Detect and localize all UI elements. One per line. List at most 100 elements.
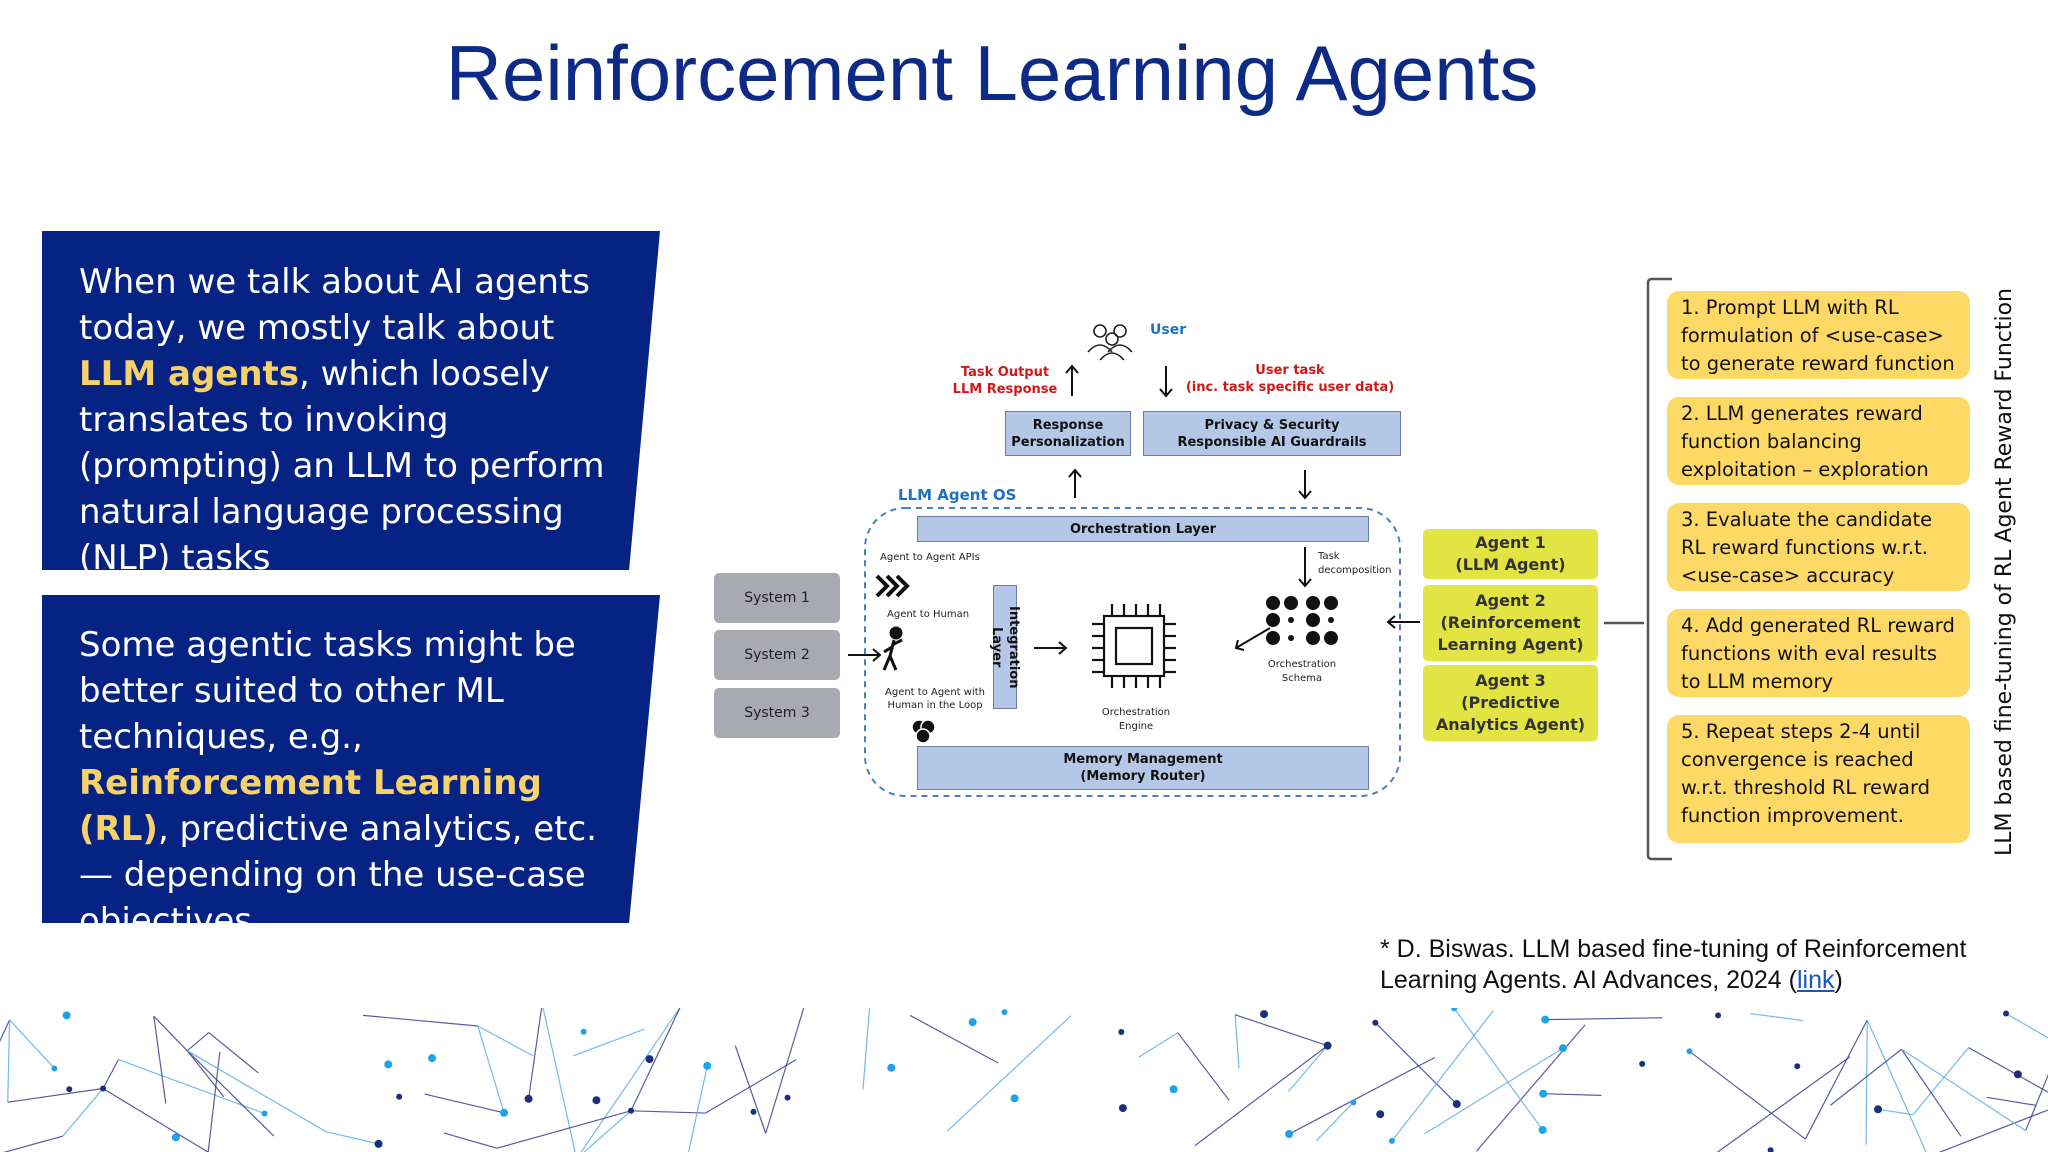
network-line <box>1968 1047 2048 1093</box>
network-line <box>102 1059 119 1089</box>
highlight-rl: Reinforcement Learning (RL) <box>79 763 542 849</box>
network-line <box>1877 1108 1914 1116</box>
network-node <box>500 1108 509 1117</box>
network-node <box>1715 1012 1722 1019</box>
network-line <box>1689 1050 1806 1140</box>
network-line <box>3 1135 64 1152</box>
integration-layer-box: Integration Layer <box>989 585 1021 709</box>
agent-2-box: Agent 2 (Reinforcement Learning Agent) <box>1423 585 1598 661</box>
network-line <box>1138 1032 1179 1058</box>
system-2-box: System 2 <box>714 630 840 680</box>
network-line <box>7 1019 11 1103</box>
network-node <box>1539 1089 1548 1098</box>
network-line <box>9 1019 55 1069</box>
network-node <box>1010 1094 1019 1103</box>
step-2-box: 2. LLM generates reward function balanci… <box>1667 397 1970 485</box>
network-line <box>1234 1014 1328 1047</box>
network-line <box>1545 1017 1663 1021</box>
network-node <box>1452 1100 1461 1109</box>
network-node <box>51 1065 58 1072</box>
panel-text: Some agentic tasks might be better suite… <box>79 625 576 757</box>
citation: * D. Biswas. LLM based fine-tuning of Re… <box>1380 934 2020 996</box>
system-1-box: System 1 <box>714 573 840 623</box>
orchestration-schema-label: Orchestration Schema <box>1267 659 1337 684</box>
network-node <box>968 1018 977 1027</box>
network-line <box>186 1032 210 1052</box>
orchestration-engine-label: Orchestration Engine <box>1101 707 1171 732</box>
network-line <box>1543 1093 1602 1096</box>
llm-agent-os-boundary <box>864 507 1401 797</box>
chevrons-icon <box>875 574 910 598</box>
network-node <box>580 1028 587 1035</box>
network-line <box>424 1093 505 1114</box>
network-line <box>1749 1012 1804 1022</box>
network-node <box>1001 1009 1008 1016</box>
llm-agent-os-label: LLM Agent OS <box>898 486 1017 504</box>
network-node <box>428 1054 437 1063</box>
network-line <box>186 1050 275 1137</box>
network-line <box>1234 1014 1240 1069</box>
network-node <box>171 1133 180 1142</box>
user-task-label: User task (inc. task specific user data) <box>1185 363 1395 395</box>
network-line <box>208 1032 259 1074</box>
network-line <box>477 1025 534 1057</box>
task-decomposition-label: Task decomposition <box>1318 551 1392 576</box>
network-node <box>62 1011 71 1020</box>
step-1-box: 1. Prompt LLM with RL formulation of <us… <box>1667 291 1970 379</box>
network-line <box>1716 1056 1851 1152</box>
network-line <box>630 1110 706 1114</box>
network-node <box>628 1107 635 1114</box>
network-line <box>1912 1047 1970 1116</box>
network-node <box>1323 1041 1332 1050</box>
system-3-box: System 3 <box>714 688 840 738</box>
user-icon <box>1087 324 1133 361</box>
step-3-box: 3. Evaluate the candidate RL reward func… <box>1667 503 1970 591</box>
citation-link[interactable]: link <box>1796 966 1835 994</box>
step-5-box: 5. Repeat steps 2-4 until convergence is… <box>1667 715 1970 843</box>
network-line <box>1938 1109 2048 1152</box>
slide-title: Reinforcement Learning Agents <box>445 29 1539 117</box>
network-node <box>750 1108 757 1115</box>
network-line <box>862 1008 871 1090</box>
agent-3-box: Agent 3 (Predictive Analytics Agent) <box>1423 665 1598 741</box>
agent-to-agent-apis-label: Agent to Agent APIs <box>880 552 980 563</box>
person-icon <box>882 626 903 671</box>
network-node <box>1874 1105 1883 1114</box>
network-line <box>1900 1048 1962 1137</box>
integration-layer-label: Integration Layer <box>989 605 1021 689</box>
network-line <box>102 1087 209 1152</box>
network-line <box>1866 1019 1927 1152</box>
network-node <box>645 1055 654 1064</box>
agent-to-human-label: Agent to Human <box>887 609 970 620</box>
network-line <box>1453 1008 1544 1131</box>
agent-1-box: Agent 1 (LLM Agent) <box>1423 529 1598 579</box>
chip-icon <box>1092 604 1176 688</box>
venn-icon <box>911 719 936 744</box>
network-node <box>374 1139 383 1148</box>
citation-text: * D. Biswas. LLM based fine-tuning of Re… <box>1380 935 1967 994</box>
network-node <box>1639 1060 1646 1067</box>
network-line <box>1424 1047 1564 1135</box>
network-line <box>496 1110 632 1149</box>
panel-text: When we talk about AI agents today, we m… <box>79 262 591 348</box>
network-line <box>687 1065 708 1152</box>
network-line <box>153 1016 167 1104</box>
highlight-llm-agents: LLM agents <box>79 354 300 394</box>
response-personalization-box: Response Personalization <box>1005 411 1131 456</box>
memory-management-box: Memory Management (Memory Router) <box>917 746 1369 790</box>
network-node <box>784 1094 791 1101</box>
network-line <box>362 1014 478 1027</box>
user-label: User <box>1150 322 1187 338</box>
network-pattern-footer <box>0 1008 2048 1152</box>
network-node <box>1686 1048 1693 1055</box>
network-line <box>62 1088 104 1137</box>
network-line <box>477 1025 505 1113</box>
network-line <box>443 1132 498 1149</box>
network-line <box>1288 1056 1436 1135</box>
agent-architecture-diagram: User Task Output LLM Response User task … <box>700 300 1420 820</box>
network-node <box>66 1086 73 1093</box>
network-line <box>325 1131 379 1145</box>
network-line <box>909 1014 999 1064</box>
network-node <box>887 1063 896 1072</box>
network-node <box>703 1061 712 1070</box>
